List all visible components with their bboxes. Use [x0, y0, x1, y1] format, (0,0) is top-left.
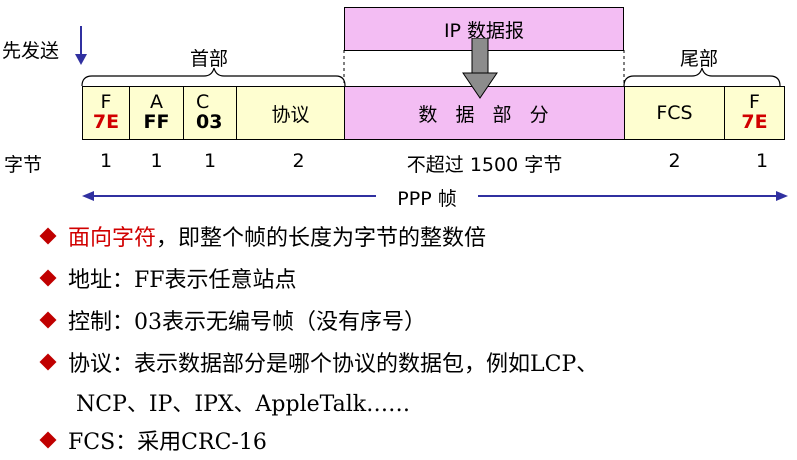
- bullet-diamond-icon: [39, 227, 57, 245]
- bullet-text: 地址：FF表示任意站点: [68, 268, 297, 293]
- field-flag-end-value: 7E: [741, 111, 768, 133]
- field-flag-end: F 7E: [724, 86, 785, 140]
- bullet-diamond-icon: [39, 431, 57, 449]
- bullet-text: 协议：表示数据部分是哪个协议的数据包，例如LCP、: [68, 352, 599, 377]
- bullet-control: 控制：03表示无编号帧（没有序号）: [38, 304, 426, 336]
- byte-count-control: 1: [203, 150, 217, 172]
- send-first-arrow-icon: [75, 26, 87, 65]
- field-address-value: FF: [143, 111, 170, 133]
- byte-count-data: 不超过 1500 字节: [406, 154, 563, 176]
- byte-count-protocol: 2: [292, 150, 305, 172]
- field-protocol: 协议: [236, 86, 345, 140]
- header-label: 首部: [190, 48, 229, 70]
- trailer-brace: [623, 67, 781, 87]
- field-control: C 03: [183, 86, 237, 140]
- ppp-frame-label: PPP 帧: [376, 184, 478, 211]
- field-flag-start-value: 7E: [92, 111, 120, 133]
- byte-count-fcs: 2: [668, 150, 681, 172]
- bullet-character-oriented: 面向字符，即整个帧的长度为字节的整数倍: [38, 220, 486, 252]
- field-data: 数 据 部 分: [344, 86, 625, 140]
- field-address-name: A: [150, 91, 163, 114]
- ip-datagram-box: IP 数据报: [344, 7, 624, 51]
- header-brace: [81, 67, 346, 87]
- byte-count-flag-start: 1: [99, 150, 113, 172]
- field-flag-start-name: F: [100, 91, 112, 114]
- field-address: A FF: [129, 86, 184, 140]
- byte-count-address: 1: [150, 150, 163, 172]
- field-control-value: 03: [196, 111, 223, 133]
- trailer-label: 尾部: [680, 48, 719, 70]
- bullet-address: 地址：FF表示任意站点: [38, 262, 297, 294]
- bullet-diamond-icon: [39, 311, 57, 329]
- bullet-text: NCP、IP、IPX、AppleTalk……: [76, 392, 411, 417]
- field-fcs: FCS: [624, 86, 725, 140]
- bullet-text: 控制：03表示无编号帧（没有序号）: [68, 310, 426, 335]
- field-control-name: C: [196, 91, 210, 114]
- bullet-highlight: 面向字符: [68, 226, 157, 251]
- bullet-text: FCS：采用CRC-16: [68, 430, 267, 455]
- bullet-protocol-continued: NCP、IP、IPX、AppleTalk……: [76, 386, 410, 418]
- bullet-diamond-icon: [39, 269, 57, 287]
- encapsulation-arrow-icon: [462, 38, 498, 99]
- field-flag-end-name: F: [749, 91, 760, 114]
- bullet-diamond-icon: [39, 353, 57, 371]
- byte-count-flag-end: 1: [755, 150, 769, 172]
- byte-label: 字节: [4, 154, 43, 176]
- bullet-protocol: 协议：表示数据部分是哪个协议的数据包，例如LCP、: [38, 346, 598, 378]
- field-flag-start: F 7E: [82, 86, 130, 140]
- bullet-text: ，即整个帧的长度为字节的整数倍: [156, 226, 487, 251]
- bullet-fcs: FCS：采用CRC-16: [38, 424, 267, 456]
- send-first-label: 先发送: [2, 40, 60, 62]
